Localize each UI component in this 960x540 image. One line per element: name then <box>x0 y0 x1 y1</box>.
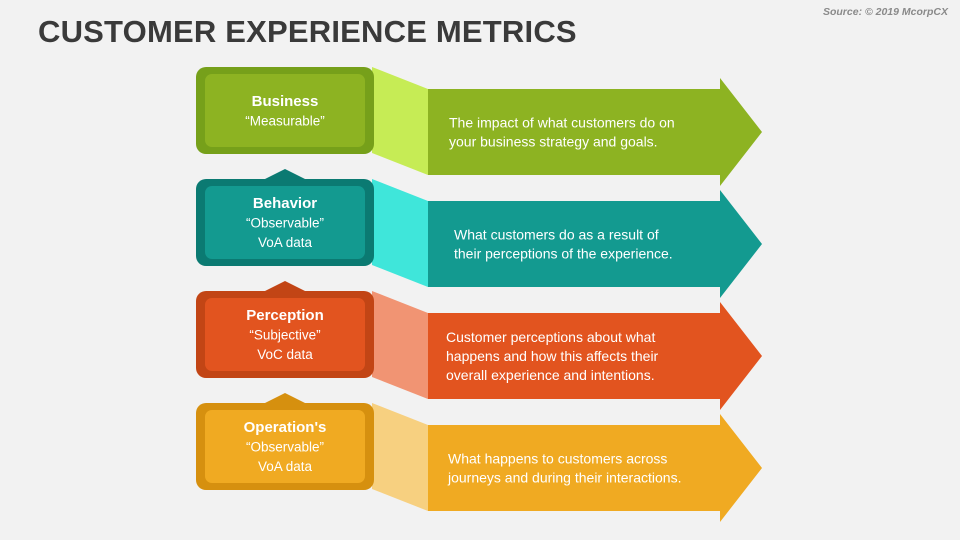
metric-description: happens and how this affects their <box>446 348 659 364</box>
connector-band <box>372 179 428 287</box>
row-behavior: Behavior “Observable” VoA data What custome… <box>196 169 762 298</box>
label-box <box>205 186 365 259</box>
source-note: Source: © 2019 McorpCX <box>822 6 948 18</box>
metric-description: their perceptions of the experience. <box>454 246 673 262</box>
metric-subtitle: “Observable” <box>246 216 324 231</box>
connector-band <box>372 67 428 175</box>
label-box <box>205 74 365 147</box>
metric-description: The impact of what customers do on <box>449 115 675 131</box>
metric-description: What happens to customers across <box>448 451 667 467</box>
pointer-chevron <box>265 393 305 403</box>
metric-subtitle: “Subjective” <box>249 328 320 343</box>
metric-name: Perception <box>246 307 324 324</box>
connector-band <box>372 403 428 511</box>
connector-band <box>372 291 428 399</box>
metric-name: Business <box>252 93 319 110</box>
arrow-shape <box>428 302 762 410</box>
label-box <box>205 410 365 483</box>
metric-description: overall experience and intentions. <box>446 367 655 383</box>
metric-description: Customer perceptions about what <box>446 329 655 345</box>
pointer-chevron <box>265 169 305 179</box>
metric-subtitle: “Observable” <box>246 440 324 455</box>
arrow-shape <box>428 78 762 186</box>
row-perception: Perception “Subjective” VoC data Customer p… <box>196 281 762 410</box>
metric-name: Behavior <box>253 195 317 212</box>
label-box <box>205 298 365 371</box>
metric-description: What customers do as a result of <box>454 227 659 243</box>
arrow-shape <box>428 414 762 522</box>
metric-subtitle: VoA data <box>258 459 313 474</box>
metric-description: your business strategy and goals. <box>449 134 658 150</box>
row-operation-s: Operation's “Observable” VoA data What happ… <box>196 393 762 522</box>
pointer-chevron <box>265 281 305 291</box>
page-title: CUSTOMER EXPERIENCE METRICS <box>38 14 577 49</box>
arrow-shape <box>428 190 762 298</box>
metric-subtitle: “Measurable” <box>245 113 325 128</box>
metric-subtitle: VoA data <box>258 235 313 250</box>
metric-description: journeys and during their interactions. <box>447 470 681 486</box>
row-business: Business “Measurable” The impact of what c… <box>196 67 762 186</box>
metric-subtitle: VoC data <box>257 347 313 362</box>
metric-name: Operation's <box>244 419 327 436</box>
